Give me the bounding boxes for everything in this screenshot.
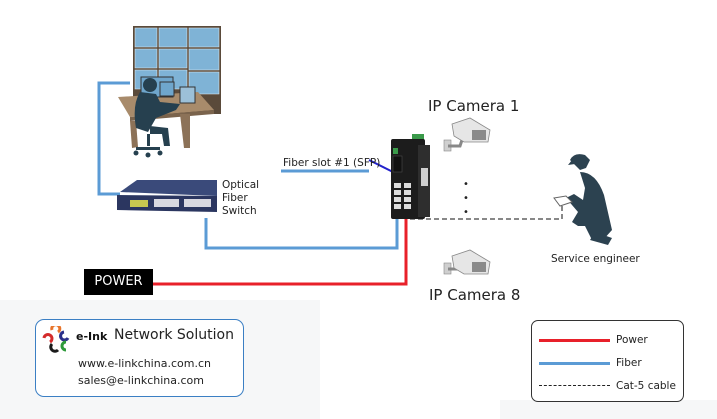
legend-label: Fiber [616,357,642,369]
legend-item-cat5: Cat-5 cable [532,378,683,394]
ellipsis-dot: • [463,179,469,190]
optical-fiber-switch [117,180,217,212]
ellipsis-dot: • [463,193,469,204]
industrial-switch [391,134,430,219]
legend-item-power: Power [532,332,683,348]
ip-camera-8 [443,249,491,275]
brand-name: e-Ink [76,330,108,343]
fiber-slot-label: Fiber slot #1 (SFP) [283,157,381,169]
fiber-line-switch-link [204,218,399,250]
cat5-line [410,197,563,220]
camera-1-label: IP Camera 1 [428,97,520,115]
ellipsis-dot: • [463,207,469,218]
power-tag: POWER [84,269,153,295]
background-patch [500,400,717,419]
legend-swatch-cat5 [539,385,610,386]
e-link-logo-icon [42,326,70,353]
legend-label: Cat-5 cable [616,380,676,392]
camera-8-label: IP Camera 8 [429,286,521,304]
brand-box: e-Ink Network Solution www.e-linkchina.c… [35,319,244,397]
label-line: Switch [222,205,257,217]
brand-tagline: Network Solution [114,327,234,343]
legend-swatch-fiber [539,362,610,365]
label-line: Optical [222,179,260,191]
monitor [159,81,175,97]
tablet-device [553,195,573,207]
legend-swatch-power [539,339,610,342]
optical-switch-label: Optical Fiber Switch [222,179,259,218]
service-engineer-label: Service engineer [551,253,640,265]
legend-item-fiber: Fiber [532,355,683,371]
fiber-line-workstation [97,81,130,196]
operator-silhouette [133,78,180,158]
power-line [153,218,408,286]
legend-label: Power [616,334,648,346]
camera-ellipsis: • • • [463,178,469,220]
sfp-link-line [368,159,394,173]
monitor [179,86,196,104]
service-engineer-silhouette [566,154,612,245]
brand-website-link[interactable]: www.e-linkchina.com.cn [78,357,211,370]
ip-camera-1 [443,117,491,152]
brand-email-link[interactable]: sales@e-linkchina.com [78,374,204,387]
legend: Power Fiber Cat-5 cable [531,320,684,402]
label-line: Fiber [222,192,248,204]
